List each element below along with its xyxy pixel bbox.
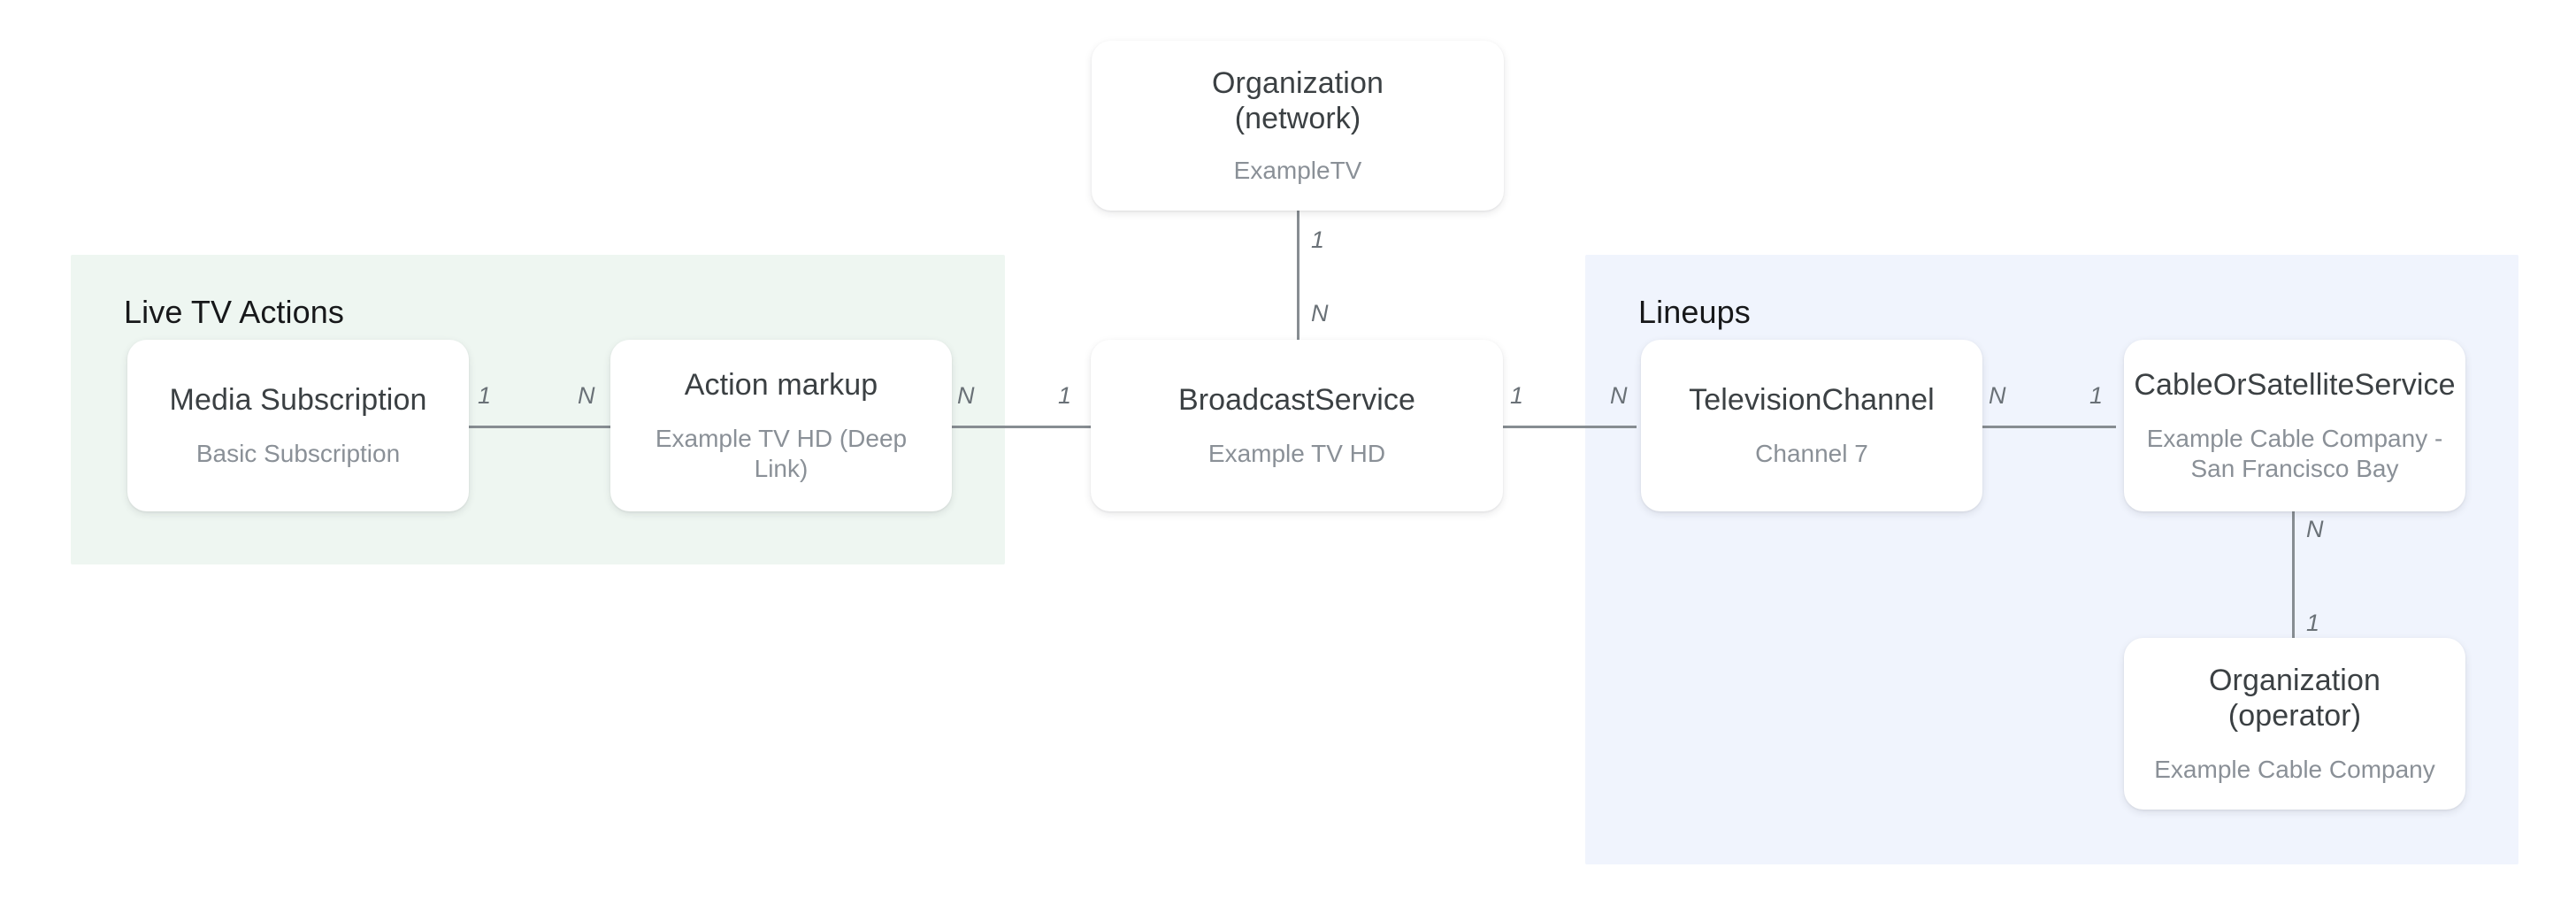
edge-action-markup-to-broadcast-service bbox=[938, 426, 1203, 428]
node-cable-or-satellite-service-subtitle-line1: Example Cable Company - bbox=[2146, 425, 2443, 452]
edge-label-television-channel-target: 1 bbox=[2089, 382, 2104, 409]
node-cable-or-satellite-service-subtitle: Example Cable Company - San Francisco Ba… bbox=[2147, 424, 2443, 484]
edge-label-action-markup-target: 1 bbox=[1058, 382, 1072, 409]
edge-cable-or-satellite-service-to-organization-operator bbox=[2292, 509, 2295, 638]
node-organization-network-title-line1: Organization bbox=[1212, 66, 1384, 100]
node-media-subscription[interactable]: Media Subscription Basic Subscription bbox=[127, 340, 469, 511]
edge-label-broadcast-service-target: N bbox=[1610, 382, 1628, 409]
edge-label-television-channel-source: N bbox=[1989, 382, 2006, 409]
node-media-subscription-title: Media Subscription bbox=[169, 383, 427, 417]
node-organization-operator-title: Organization (operator) bbox=[2209, 664, 2380, 733]
edge-label-organization-network-source: 1 bbox=[1311, 226, 1325, 253]
node-broadcast-service[interactable]: BroadcastService Example TV HD bbox=[1091, 340, 1503, 511]
edge-television-channel-to-cable-or-satellite-service bbox=[1974, 426, 2116, 428]
node-cable-or-satellite-service-title: CableOrSatelliteService bbox=[2134, 368, 2456, 402]
node-television-channel-title: TelevisionChannel bbox=[1689, 383, 1935, 417]
node-broadcast-service-title: BroadcastService bbox=[1177, 383, 1416, 417]
node-television-channel[interactable]: TelevisionChannel Channel 7 bbox=[1641, 340, 1982, 511]
node-organization-network-title-line2: (network) bbox=[1234, 102, 1361, 135]
node-cable-or-satellite-service-subtitle-line2: San Francisco Bay bbox=[2190, 455, 2399, 482]
node-media-subscription-subtitle: Basic Subscription bbox=[196, 440, 401, 467]
edge-organization-network-to-broadcast-service bbox=[1297, 211, 1300, 340]
node-action-markup-subtitle: Example TV HD (Deep Link) bbox=[655, 425, 908, 482]
edge-media-subscription-to-action-markup bbox=[464, 426, 665, 428]
group-lineups-title: Lineups bbox=[1638, 294, 1751, 330]
node-television-channel-subtitle: Channel 7 bbox=[1755, 440, 1868, 467]
node-organization-network-subtitle: ExampleTV bbox=[1233, 157, 1362, 184]
edge-label-media-subscription-source: 1 bbox=[478, 382, 492, 409]
node-action-markup[interactable]: Action markup Example TV HD (Deep Link) bbox=[610, 340, 952, 511]
node-organization-operator[interactable]: Organization (operator) Example Cable Co… bbox=[2124, 638, 2465, 810]
edge-broadcast-service-to-television-channel bbox=[1495, 426, 1637, 428]
edge-label-broadcast-service-source: 1 bbox=[1510, 382, 1524, 409]
node-organization-network[interactable]: Organization (network) ExampleTV bbox=[1092, 41, 1504, 211]
edge-label-cable-or-satellite-source: N bbox=[2306, 516, 2324, 542]
node-broadcast-service-subtitle: Example TV HD bbox=[1208, 440, 1386, 467]
edge-label-action-markup-source: N bbox=[957, 382, 975, 409]
group-live-tv-actions-title: Live TV Actions bbox=[124, 294, 344, 330]
edge-label-media-subscription-target: N bbox=[578, 382, 595, 409]
node-organization-operator-subtitle: Example Cable Company bbox=[2154, 756, 2435, 783]
node-action-markup-title: Action markup bbox=[684, 368, 878, 402]
edge-label-cable-or-satellite-target: 1 bbox=[2306, 610, 2320, 636]
edge-label-organization-network-target: N bbox=[1311, 300, 1329, 326]
node-organization-network-title: Organization (network) bbox=[1212, 65, 1384, 136]
node-cable-or-satellite-service[interactable]: CableOrSatelliteService Example Cable Co… bbox=[2124, 340, 2465, 511]
